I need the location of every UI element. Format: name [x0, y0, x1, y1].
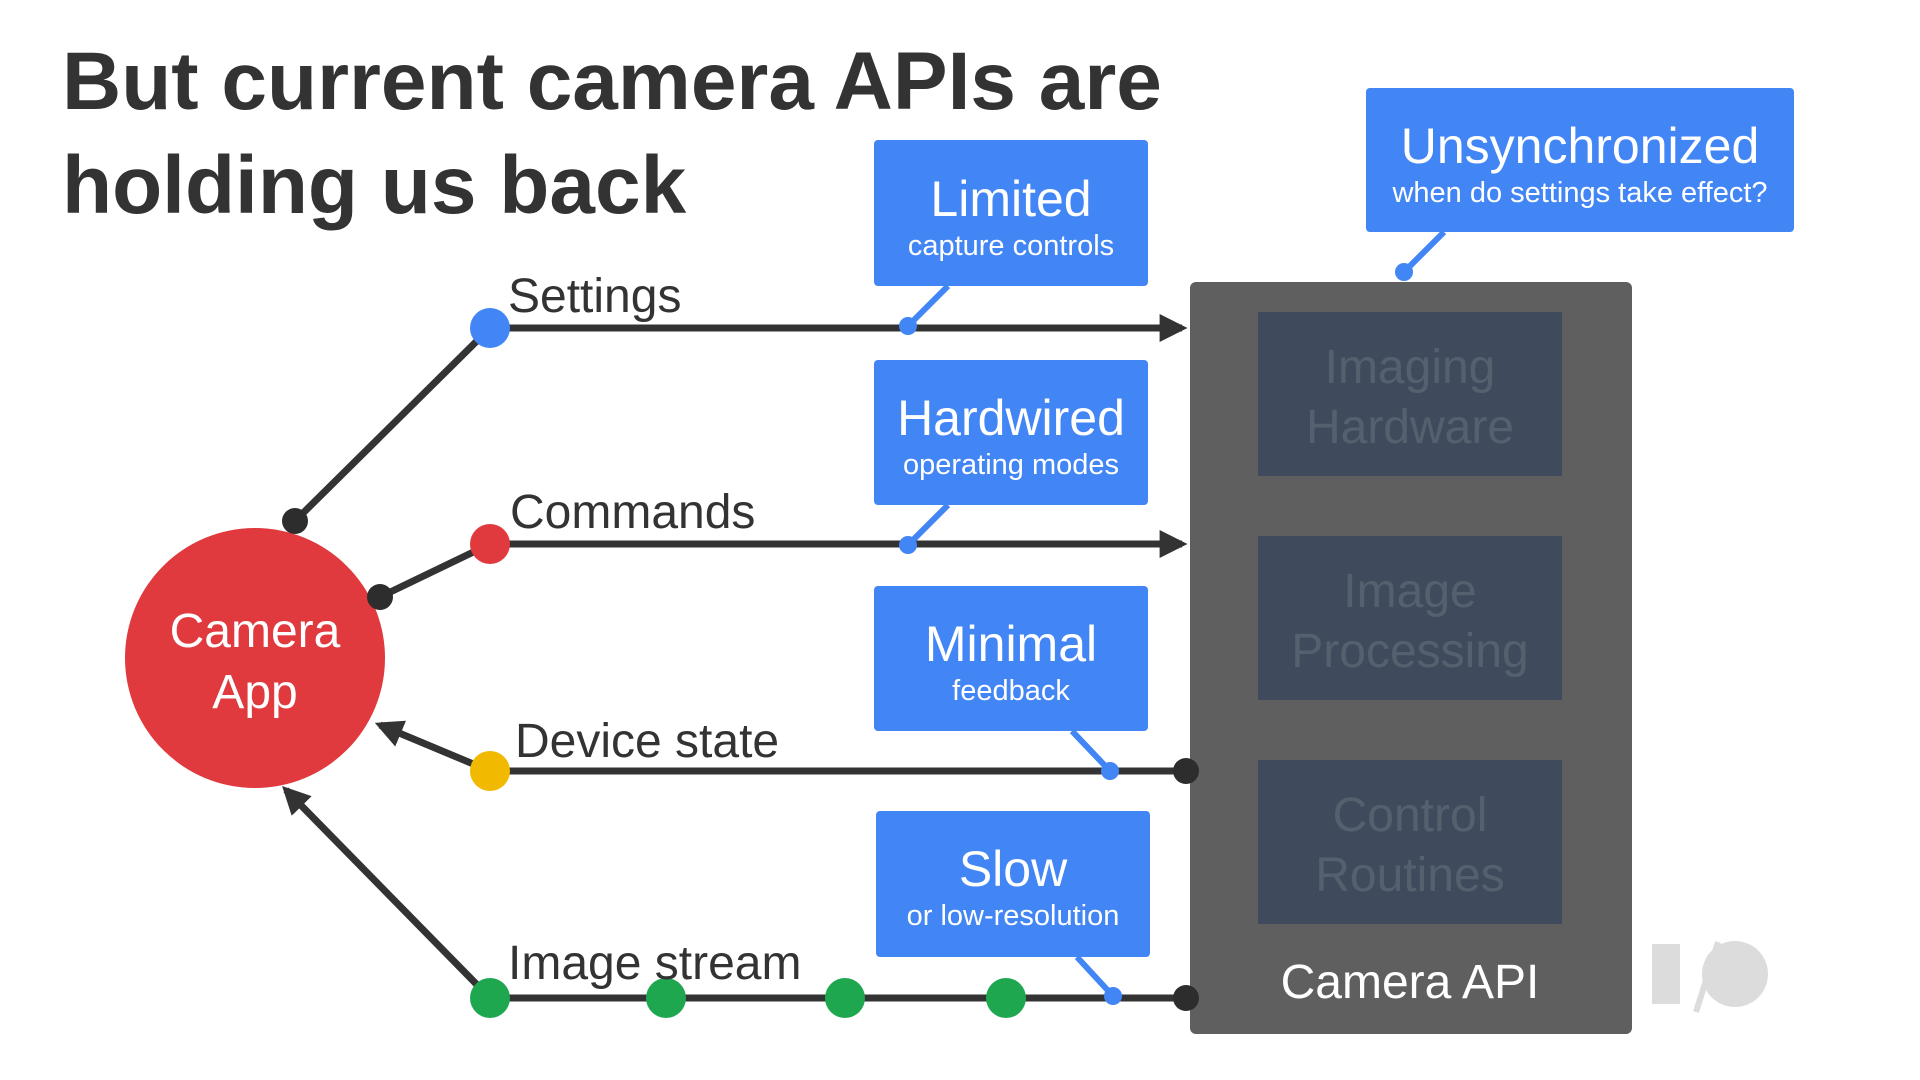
io-logo-bar [1652, 944, 1680, 1004]
imaging-hardware-line2: Hardware [1306, 401, 1514, 454]
minimal-pointer [1069, 728, 1113, 774]
hardwired-pointer-dot [899, 536, 917, 554]
title-line-2: holding us back [62, 140, 687, 231]
io-logo [1652, 941, 1768, 1013]
control-routines-block [1258, 760, 1562, 924]
unsync-subtitle: when do settings take effect? [1391, 177, 1767, 209]
settings-branch-line [292, 325, 493, 524]
io-logo-circle [1702, 941, 1768, 1007]
settings-label: Settings [508, 270, 681, 323]
limited-callout [874, 140, 1148, 286]
slow-pointer-dot [1104, 987, 1122, 1005]
unsync-pointer-dot [1395, 263, 1413, 281]
commands-label: Commands [510, 486, 755, 539]
minimal-pointer-dot [1101, 762, 1119, 780]
image-processing-line1: Image [1343, 565, 1476, 618]
image-stream-dot [470, 978, 510, 1018]
image-stream-source-dot [1173, 985, 1199, 1011]
slide-title: But current camera APIs are holding us b… [62, 30, 1162, 238]
image-stream-label: Image stream [508, 937, 801, 990]
image-processing-block [1258, 536, 1562, 700]
settings-dot [470, 308, 510, 348]
commands-branch-line [378, 540, 492, 601]
image-stream-frame-dot [986, 978, 1026, 1018]
device-state-label: Device state [515, 715, 779, 768]
control-routines-line2: Routines [1315, 849, 1504, 902]
hardwired-subtitle: operating modes [903, 449, 1119, 481]
minimal-title: Minimal [925, 616, 1097, 672]
camera-app-circle [125, 528, 385, 788]
limited-title: Limited [930, 171, 1091, 227]
limited-pointer [905, 283, 951, 329]
unsync-pointer [1401, 229, 1447, 275]
hardwired-callout [874, 360, 1148, 505]
slow-title: Slow [959, 841, 1068, 897]
limited-pointer-dot [899, 317, 917, 335]
commands-dot [470, 524, 510, 564]
hardwired-title: Hardwired [897, 390, 1125, 446]
device-state-dot [470, 751, 510, 791]
unsync-title: Unsynchronized [1401, 118, 1760, 174]
minimal-callout [874, 586, 1148, 731]
hardwired-pointer [905, 502, 951, 548]
app-connector-dot [367, 584, 393, 610]
imaging-hardware-line1: Imaging [1325, 341, 1496, 394]
image-stream-frame-dot [825, 978, 865, 1018]
slow-subtitle: or low-resolution [907, 900, 1120, 932]
app-connector-dot [282, 508, 308, 534]
camera-app-line1: Camera [170, 605, 341, 658]
camera-app-line2: App [212, 666, 297, 719]
image-processing-line2: Processing [1291, 625, 1528, 678]
image-stream-frame-dot [646, 978, 686, 1018]
device-state-source-dot [1173, 758, 1199, 784]
image-stream-return-line [282, 786, 493, 1001]
control-routines-line1: Control [1333, 789, 1488, 842]
imaging-hardware-block [1258, 312, 1562, 476]
camera-api-label: Camera API [1281, 956, 1540, 1009]
slow-callout [876, 811, 1150, 957]
limited-subtitle: capture controls [908, 230, 1114, 262]
unsync-callout [1366, 88, 1794, 232]
minimal-subtitle: feedback [952, 675, 1070, 707]
title-line-1: But current camera APIs are [62, 36, 1162, 127]
